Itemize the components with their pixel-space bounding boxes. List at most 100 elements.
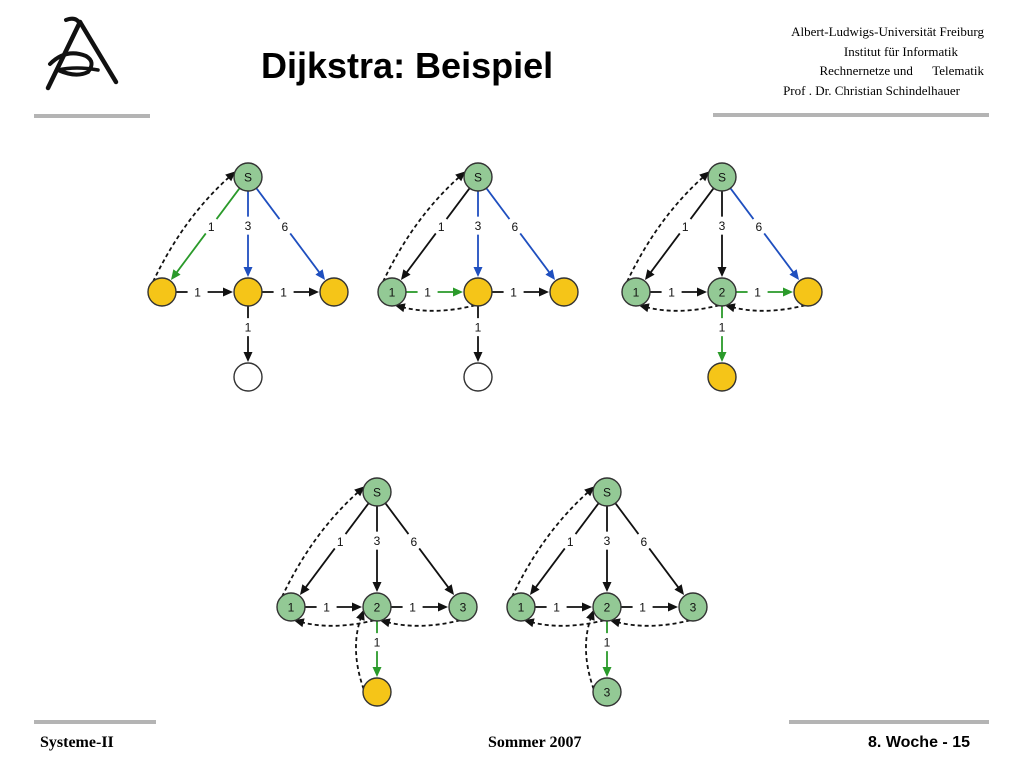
node-A-label: 1 — [288, 601, 295, 615]
node-S-circle — [233, 162, 263, 192]
edge-S-A-arrow — [400, 269, 411, 280]
edge-label-B-D: 1 — [719, 321, 726, 335]
pred-C-B-path — [617, 619, 691, 627]
node-A-circle — [147, 277, 177, 307]
edge-label-S-B: 3 — [374, 534, 381, 548]
footer-rule-left — [34, 720, 156, 724]
edge-A-B-arrow — [352, 602, 362, 612]
pred-D-B-arrow — [586, 609, 595, 621]
edge-S-C-line-b — [289, 232, 321, 274]
edge-label-B-D: 1 — [245, 321, 252, 335]
node-A-circle — [276, 592, 306, 622]
edge-label-S-B: 3 — [475, 219, 482, 233]
edge-S-A-line-a — [445, 187, 471, 220]
node-S-label: S — [373, 486, 381, 500]
edge-label-B-C: 1 — [510, 286, 517, 300]
edge-label-B-D: 1 — [604, 636, 611, 650]
node-A-circle — [621, 277, 651, 307]
edge-S-B-arrow — [717, 267, 727, 277]
node-B-circle — [362, 592, 392, 622]
edge-B-C-arrow — [668, 602, 678, 612]
edge-S-C-line-a — [384, 502, 410, 535]
edge-S-A-line-b — [405, 232, 437, 274]
node-S-label: S — [474, 171, 482, 185]
node-S-circle — [362, 477, 392, 507]
edge-label-S-C: 6 — [755, 220, 762, 234]
edge-label-B-C: 1 — [639, 601, 646, 615]
node-C-circle — [319, 277, 349, 307]
node-C-circle — [793, 277, 823, 307]
edge-S-B-arrow — [372, 582, 382, 592]
pred-B-A-path — [301, 619, 375, 627]
node-S-label: S — [718, 171, 726, 185]
edge-label-S-A: 1 — [682, 220, 689, 234]
pred-A-S-arrow — [354, 486, 365, 497]
node-B-circle — [463, 277, 493, 307]
edge-A-B-arrow — [223, 287, 233, 297]
edge-S-C-arrow — [674, 584, 685, 595]
edge-S-C-line-b — [648, 547, 680, 589]
edge-S-A-line-b — [649, 232, 681, 274]
edge-S-A-line-a — [574, 502, 600, 535]
edge-B-D-arrow — [473, 352, 483, 362]
edge-label-B-D: 1 — [374, 636, 381, 650]
edge-label-S-C: 6 — [640, 535, 647, 549]
pred-B-A-path — [646, 304, 720, 312]
edge-S-A-line-b — [175, 232, 207, 274]
edge-S-C-line-a — [255, 187, 281, 220]
edge-S-C-arrow — [444, 584, 455, 595]
pred-A-S-path — [382, 175, 461, 283]
edge-label-S-B: 3 — [604, 534, 611, 548]
edge-label-S-B: 3 — [719, 219, 726, 233]
edge-S-B-arrow — [473, 267, 483, 277]
institution-line-institute: Institut für Informatik — [843, 43, 958, 59]
pred-D-B-path — [355, 617, 365, 690]
institution-block: Albert-Ludwigs-Universität Freiburg Inst… — [684, 22, 984, 100]
edge-S-B-arrow — [243, 267, 253, 277]
node-D-circle — [707, 362, 737, 392]
pred-A-S-path — [511, 490, 590, 598]
node-C-circle — [549, 277, 579, 307]
node-B-circle — [592, 592, 622, 622]
node-A-label: 1 — [389, 286, 396, 300]
header-rule-right — [713, 113, 989, 117]
edge-S-A-line-a — [689, 187, 715, 220]
node-B-circle — [707, 277, 737, 307]
edge-S-A-line-a — [215, 187, 241, 220]
node-S-circle — [592, 477, 622, 507]
edge-S-A-arrow — [170, 269, 181, 280]
edge-A-B-arrow — [453, 287, 463, 297]
pred-C-B-path — [387, 619, 461, 627]
edge-B-D-arrow — [372, 667, 382, 677]
pred-D-B-path — [585, 617, 595, 690]
institution-line-department: Rechnernetze und Telematik — [819, 63, 984, 78]
pred-A-S-path — [281, 490, 360, 598]
edge-B-C-arrow — [438, 602, 448, 612]
edge-S-C-arrow — [315, 269, 326, 280]
node-D-circle — [362, 677, 392, 707]
edge-S-C-line-a — [485, 187, 511, 220]
edge-S-C-line-b — [519, 232, 551, 274]
footer-course: Systeme-II — [40, 734, 114, 751]
pred-A-S-path — [626, 175, 705, 283]
edge-S-A-arrow — [299, 584, 310, 595]
node-A-circle — [506, 592, 536, 622]
node-B-circle — [233, 277, 263, 307]
edge-label-S-A: 1 — [567, 535, 574, 549]
university-logo-icon — [45, 16, 119, 91]
edge-A-B-arrow — [697, 287, 707, 297]
edge-S-C-line-b — [763, 232, 795, 274]
node-A-label: 1 — [518, 601, 525, 615]
edge-label-S-C: 6 — [410, 535, 417, 549]
edge-B-D-arrow — [717, 352, 727, 362]
node-D-label: 3 — [604, 686, 611, 700]
pred-A-S-arrow — [225, 171, 236, 182]
node-S-label: S — [603, 486, 611, 500]
footer-semester: Sommer 2007 — [488, 734, 582, 751]
edge-B-C-arrow — [539, 287, 549, 297]
edge-S-C-line-a — [729, 187, 755, 220]
node-D-circle — [233, 362, 263, 392]
